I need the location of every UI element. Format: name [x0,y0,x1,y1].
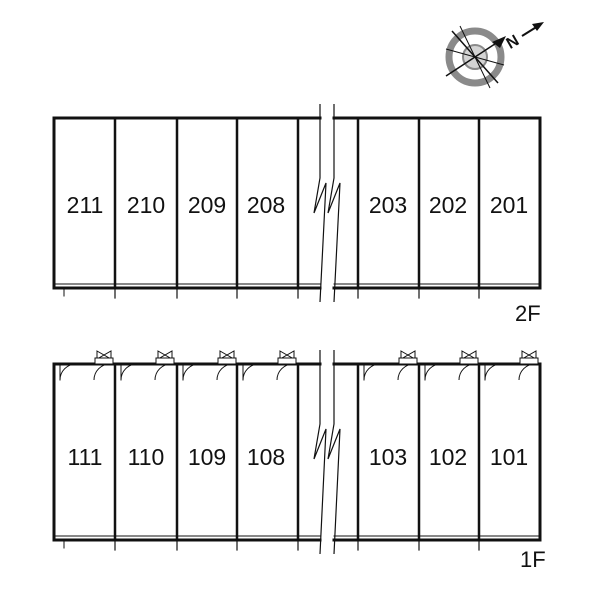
break-line [313,104,327,303]
break-line [313,350,327,555]
break-line [327,104,341,303]
door-swing [154,363,172,381]
door-swing [182,363,200,381]
meter-box [398,357,418,365]
meter-icon [521,350,537,360]
compass-north-label: N [504,32,523,53]
room-number: 201 [490,192,528,218]
compass-north-pointer [492,36,506,48]
meter-icon [157,350,173,360]
meter-box [155,357,175,365]
floor-label: 1F [520,547,546,572]
floor-1f-entrances [59,350,539,381]
room-number: 202 [429,192,467,218]
meter-icon [279,350,295,360]
floor-2f-rooms: 211 210 209 208 203 202 201 [67,192,529,218]
meter-icon [461,350,477,360]
floor-1f-rooms: 111 110 109 108 103 102 101 [68,444,529,470]
meter-box [277,357,297,365]
meter-icon [400,350,416,360]
door-swing [216,363,234,381]
compass: N [445,22,544,89]
floor-1f: 111 110 109 108 103 102 101 1F [52,350,546,572]
door-swing [242,363,260,381]
meter-box [217,357,237,365]
floor-1f-walls [52,350,542,555]
door-swing [120,363,138,381]
door-swing [424,363,442,381]
door-swing [93,363,111,381]
door-swing [458,363,476,381]
door-swing [518,363,536,381]
meter-box [519,357,539,365]
meter-box [459,357,479,365]
room-number: 110 [128,444,165,470]
door-swing [363,363,381,381]
room-number: 101 [490,444,528,470]
room-number: 102 [429,444,467,470]
compass-ring [445,27,505,87]
door-swing [484,363,502,381]
door-swing [59,363,77,381]
break-line [327,350,341,555]
floor-2f-walls [52,104,542,303]
room-number: 111 [68,444,103,470]
meter-icon [96,350,112,360]
meter-icon [219,350,235,360]
room-number: 210 [127,192,165,218]
room-number: 108 [247,444,285,470]
room-number: 211 [67,192,104,218]
room-number: 203 [369,192,407,218]
room-number: 209 [188,192,226,218]
compass-north-arrowhead [532,22,544,31]
floor-label: 2F [515,301,541,326]
room-number: 103 [369,444,407,470]
door-swing [397,363,415,381]
room-number: 208 [247,192,285,218]
room-number: 109 [188,444,226,470]
meter-box [94,357,114,365]
compass-axis-diag2 [445,48,505,66]
door-swing [276,363,294,381]
floor-2f: 211 210 209 208 203 202 201 2F [52,104,542,326]
